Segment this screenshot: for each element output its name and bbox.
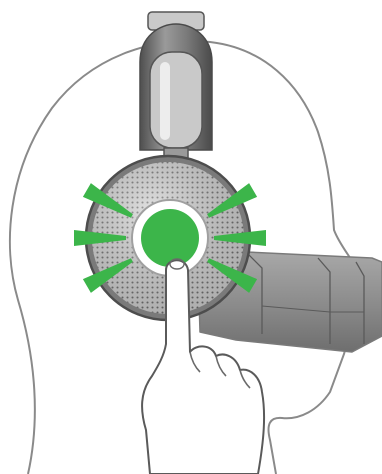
headband — [140, 12, 212, 166]
